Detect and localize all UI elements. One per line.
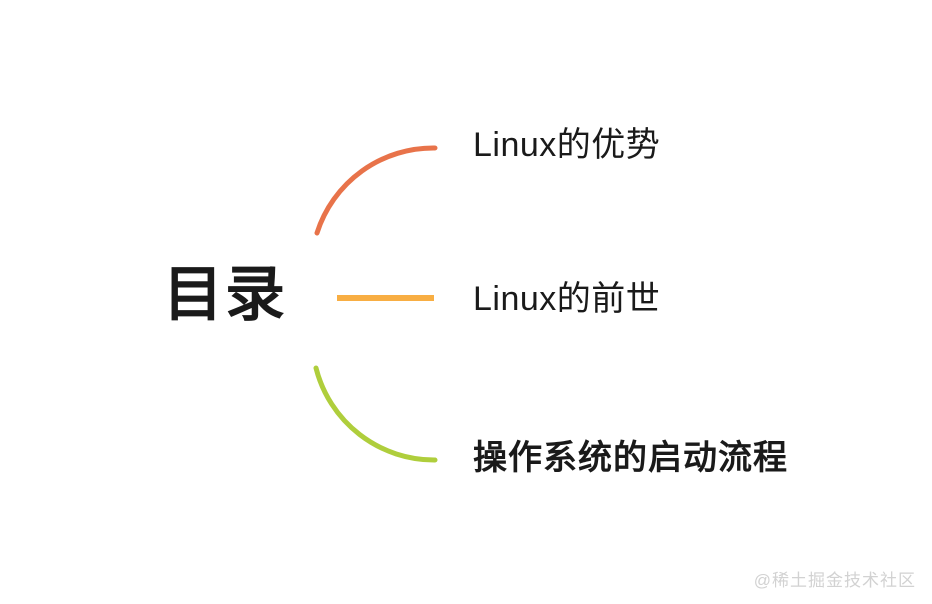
toc-entry-3[interactable]: 操作系统的启动流程 bbox=[473, 438, 788, 478]
toc-entry-label: Linux的优势 bbox=[473, 126, 661, 164]
toc-entry-2[interactable]: Linux的前世 bbox=[473, 279, 660, 319]
connector-arc-down-icon bbox=[313, 365, 438, 463]
watermark: @稀土掘金技术社区 bbox=[753, 571, 916, 590]
toc-entry-label: 操作系统的启动流程 bbox=[473, 439, 788, 477]
page-title: 目录 bbox=[163, 261, 287, 328]
connector-arc-up-icon bbox=[314, 145, 438, 236]
toc-entry-1[interactable]: Linux的优势 bbox=[473, 125, 660, 165]
toc-entry-label: Linux的前世 bbox=[473, 280, 661, 318]
